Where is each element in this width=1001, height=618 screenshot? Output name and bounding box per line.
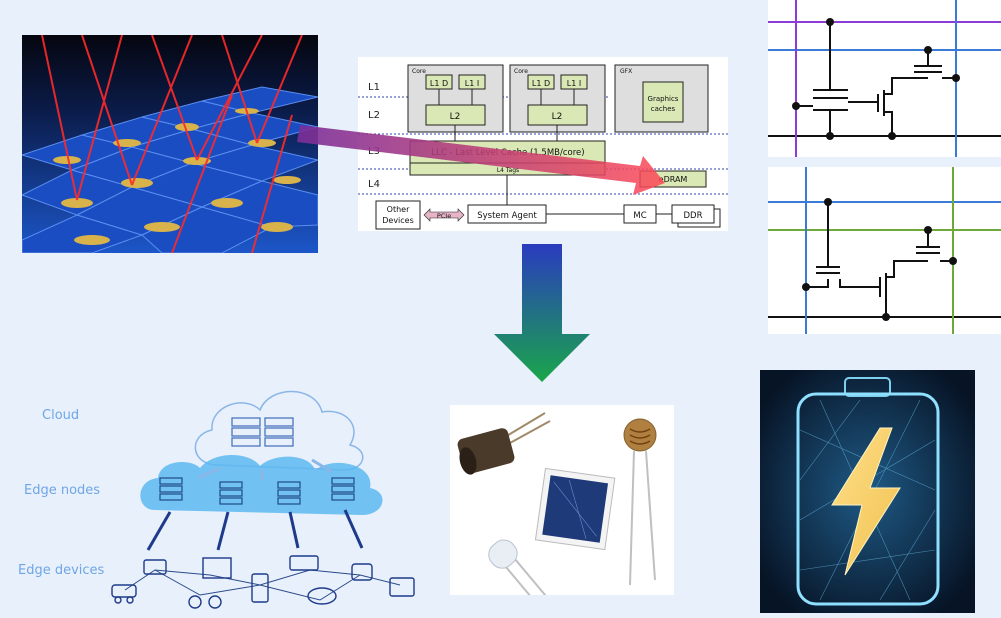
edge-nodes-cloud xyxy=(140,455,383,515)
level-label-l1: L1 xyxy=(368,82,380,93)
core-1-l1i: L1 I xyxy=(465,79,479,88)
memory-hierarchy-diagram: L1 L2 L3 L4 Core L1 D L1 I L2 Core L1 D … xyxy=(358,57,728,231)
graphics-caches-line1: Graphics xyxy=(648,95,679,103)
sensor-components-photo xyxy=(450,405,674,595)
core-2-l1d: L1 D xyxy=(532,79,550,88)
mc-box: MC xyxy=(633,211,646,221)
circuit-schematic-top xyxy=(768,0,1001,157)
edge-devices-label: Edge devices xyxy=(18,563,105,578)
level-label-l4: L4 xyxy=(368,179,380,190)
llc-box: LLC - Last Level Cache (1.5MB/core) xyxy=(431,148,584,158)
ddr-box: DDR xyxy=(684,211,703,221)
edge-nodes-label: Edge nodes xyxy=(24,483,101,498)
battery-image xyxy=(760,370,975,613)
other-devices-line2: Devices xyxy=(382,216,414,225)
circuit-schematic-bottom xyxy=(768,167,1001,334)
core-1-label: Core xyxy=(412,68,426,75)
level-label-l3: L3 xyxy=(368,146,380,157)
edge-computing-diagram: Cloud Edge nodes Edge devices xyxy=(0,370,440,618)
cloud-shape xyxy=(194,390,364,471)
down-arrow xyxy=(494,244,590,382)
core-2-l1i: L1 I xyxy=(567,79,581,88)
core-2-label: Core xyxy=(514,68,528,75)
system-agent-box: System Agent xyxy=(477,211,537,221)
pcie-link: PCIe xyxy=(437,212,451,220)
lightning-bolt-icon xyxy=(831,427,901,576)
core-1-l2: L2 xyxy=(450,112,461,122)
other-devices-line1: Other xyxy=(387,205,410,214)
l4-tags: L4 Tags xyxy=(497,167,519,174)
gfx-label: GFX xyxy=(620,68,632,75)
level-label-l2: L2 xyxy=(368,110,380,121)
graphics-caches-line2: caches xyxy=(651,105,676,113)
core-2-l2: L2 xyxy=(552,112,563,122)
cloud-label: Cloud xyxy=(42,408,80,423)
core-1-l1d: L1 D xyxy=(430,79,448,88)
photonic-chip-image xyxy=(22,35,318,253)
edram-box: eDRAM xyxy=(659,175,688,184)
